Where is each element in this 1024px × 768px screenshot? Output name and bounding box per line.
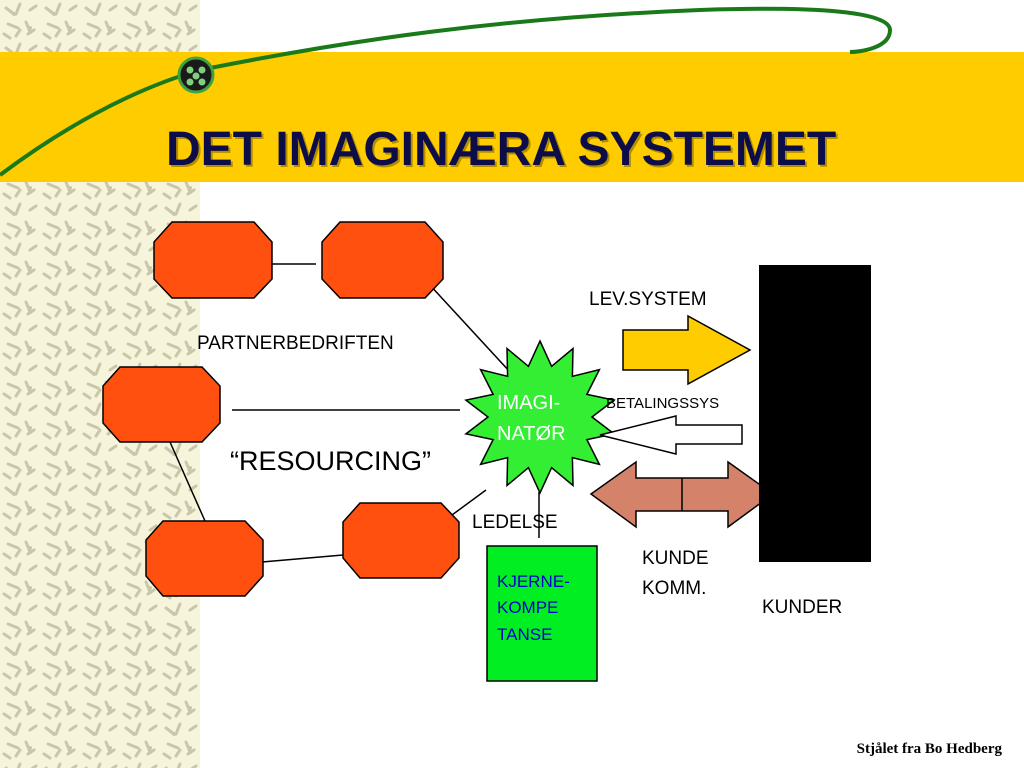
imaginator-star	[464, 339, 616, 495]
connector-line	[427, 282, 511, 373]
partner-octagon	[153, 221, 273, 299]
lev-system-label: LEV.SYSTEM	[589, 289, 707, 310]
partner-octagon	[102, 366, 221, 443]
title-band	[0, 52, 1024, 182]
kjerne-label-line3: TANSE	[497, 625, 553, 644]
footer-credit: Stjålet fra Bo Hedberg	[856, 741, 1002, 757]
connector-line	[451, 489, 487, 516]
partner-octagon	[342, 502, 460, 579]
connector-line	[261, 554, 344, 563]
kjerne-label-line2: KOMPE	[497, 598, 559, 617]
kunder-block	[759, 265, 871, 562]
slide-title: DET IMAGINÆRA SYSTEMET	[166, 123, 837, 176]
betalingssystem-label: BETALINGSSYS	[606, 395, 720, 412]
partner-octagon	[321, 221, 444, 299]
partner-label: PARTNERBEDRIFTEN	[197, 333, 394, 354]
kunder-label: KUNDER	[762, 597, 843, 618]
kjerne-label-line1: KJERNE-	[497, 572, 570, 591]
ledelse-label: LEDELSE	[472, 512, 558, 533]
imaginator-label-line2: NATØR	[497, 423, 566, 445]
resourcing-label: “RESOURCING”	[230, 446, 431, 476]
kunde-label-line1: KUNDE	[642, 548, 709, 569]
betaling-arrow	[599, 415, 743, 455]
kunde-label-line2: KOMM.	[642, 578, 707, 599]
lev-system-arrow	[622, 314, 752, 386]
imaginator-label-line1: IMAGI-	[497, 392, 561, 414]
bead-icon	[177, 56, 215, 94]
swoosh-line	[0, 6, 893, 177]
connector-line	[169, 441, 206, 522]
kjerne-box	[486, 545, 598, 682]
partner-octagon	[145, 520, 264, 597]
